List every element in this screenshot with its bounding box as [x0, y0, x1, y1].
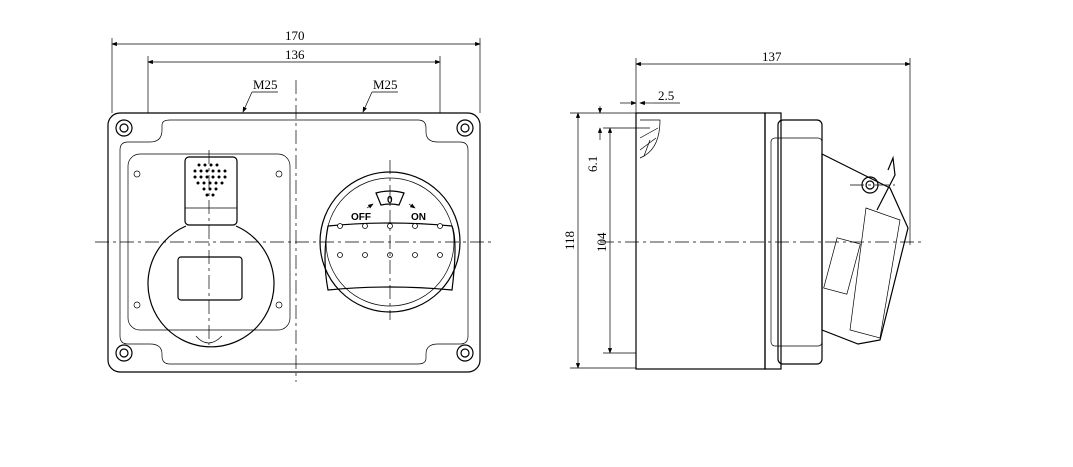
gland-callouts: M25 M25	[242, 77, 398, 113]
switch-on-label: ON	[411, 212, 426, 223]
screw-icon	[115, 344, 133, 362]
dimension-170: 170	[111, 28, 481, 113]
switch-handle	[324, 222, 456, 291]
gland-label-right: M25	[373, 77, 398, 92]
switch-zero-label: 0	[387, 195, 393, 206]
screw-icon	[115, 119, 133, 137]
lid-outline	[119, 119, 469, 365]
dim-label: 2.5	[658, 88, 674, 103]
screw-icon	[456, 119, 474, 137]
dim-label: 137	[762, 49, 782, 64]
dim-label: 6.1	[585, 156, 600, 172]
angled-socket	[821, 153, 909, 345]
enclosure-body	[635, 112, 766, 370]
switch-off-label: OFF	[351, 212, 371, 223]
dim-label: 136	[285, 47, 305, 62]
lid-flange	[764, 112, 782, 370]
front-view: 170 136 M25 M25	[95, 28, 495, 382]
dimension-137: 137	[635, 49, 911, 245]
gland-label-left: M25	[253, 77, 278, 92]
socket-cover	[184, 156, 238, 226]
screw-icon	[456, 344, 474, 362]
corner-screws	[115, 119, 474, 362]
side-view: 137 2.5 118 104 6.1	[562, 49, 925, 370]
dim-label: 170	[285, 28, 305, 43]
dim-label: 118	[562, 231, 577, 250]
vent-holes	[193, 163, 227, 197]
dimension-118: 118	[562, 112, 636, 369]
enclosure-outline	[107, 112, 481, 373]
dimension-2-5: 2.5	[620, 88, 680, 106]
dimension-104: 104	[594, 127, 650, 354]
socket-window	[177, 256, 243, 301]
dimension-136: 136	[147, 47, 441, 113]
dimension-6-1: 6.1	[585, 106, 603, 172]
